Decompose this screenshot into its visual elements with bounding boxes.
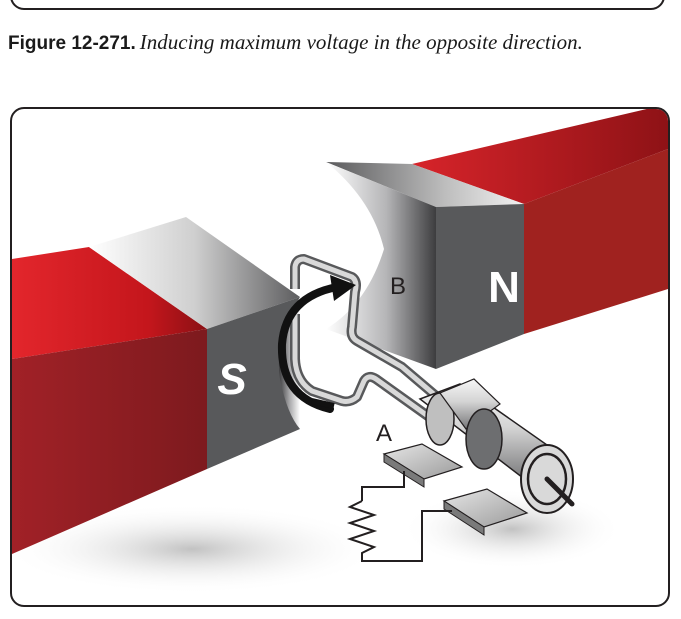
north-pole-label: N [488,263,520,312]
brush-lower-edge [443,500,485,536]
south-magnet-top-gray [89,217,300,329]
generator-diagram-panel: S N B A [10,107,670,607]
south-magnet-side [12,329,207,554]
generator-diagram: S N B A [12,109,668,594]
north-magnet-top-red [412,109,668,204]
external-circuit [346,471,452,562]
coil-side-b-label: B [390,273,406,300]
commutator-assembly [418,378,575,514]
south-pole-face [207,297,300,469]
resistor [346,500,378,557]
magnet-shadow [12,504,382,594]
coil-side-b-inner [292,256,444,403]
coil-side-a-label: A [376,420,392,447]
rotation-arrow [277,275,356,413]
coil-side-a-inner [292,314,434,422]
axle [544,476,575,507]
north-pole-face [436,204,524,369]
north-magnet-top-gray [326,162,524,207]
brushes [382,443,529,536]
north-magnet [326,109,668,369]
rotation-arrow-tail [311,398,335,409]
armature-loop [290,254,446,424]
commutator-shadow [402,489,622,569]
figure-title: Inducing maximum voltage in the opposite… [139,30,583,54]
rotation-arrow-head [330,275,356,301]
ring-1-body [439,378,501,430]
south-magnet [12,217,300,554]
north-magnet-side [524,149,668,334]
ring-divider [465,408,503,470]
south-magnet-top-red [12,247,207,359]
figure-caption: Figure 12-271. Inducing maximum voltage … [8,30,678,62]
rotation-arrow-arc [277,283,341,413]
wire-lower [361,510,452,562]
brush-upper-edge [383,453,425,488]
ring-2-rim [526,452,568,506]
previous-figure-frame [10,0,665,10]
figure-number: Figure 12-271. [8,33,136,54]
south-pole-label: S [217,355,246,404]
wire-upper [361,471,405,501]
